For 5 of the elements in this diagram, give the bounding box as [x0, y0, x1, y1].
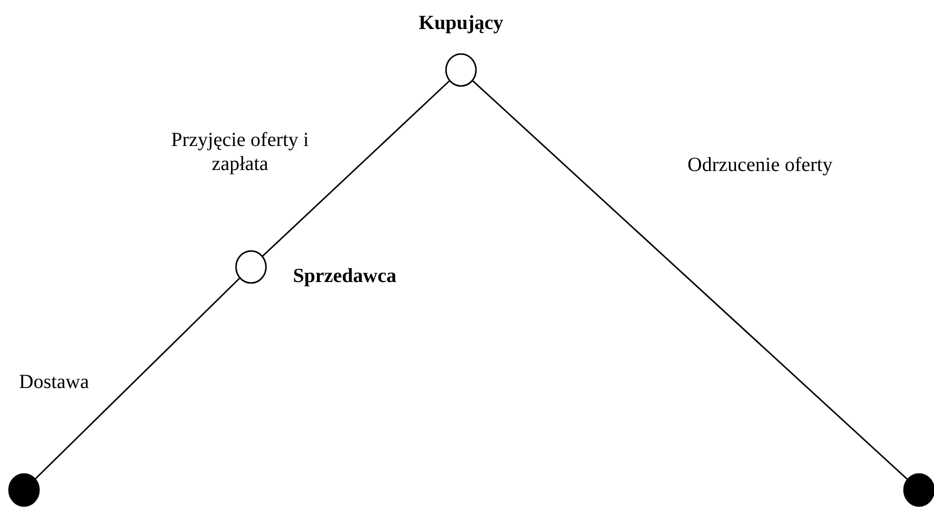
connector-line: [261, 80, 451, 258]
node-label: Sprzedawca: [293, 265, 398, 288]
connector-line: [472, 80, 908, 480]
connector-line: [34, 276, 241, 480]
node-label: Kupujący: [418, 12, 504, 35]
